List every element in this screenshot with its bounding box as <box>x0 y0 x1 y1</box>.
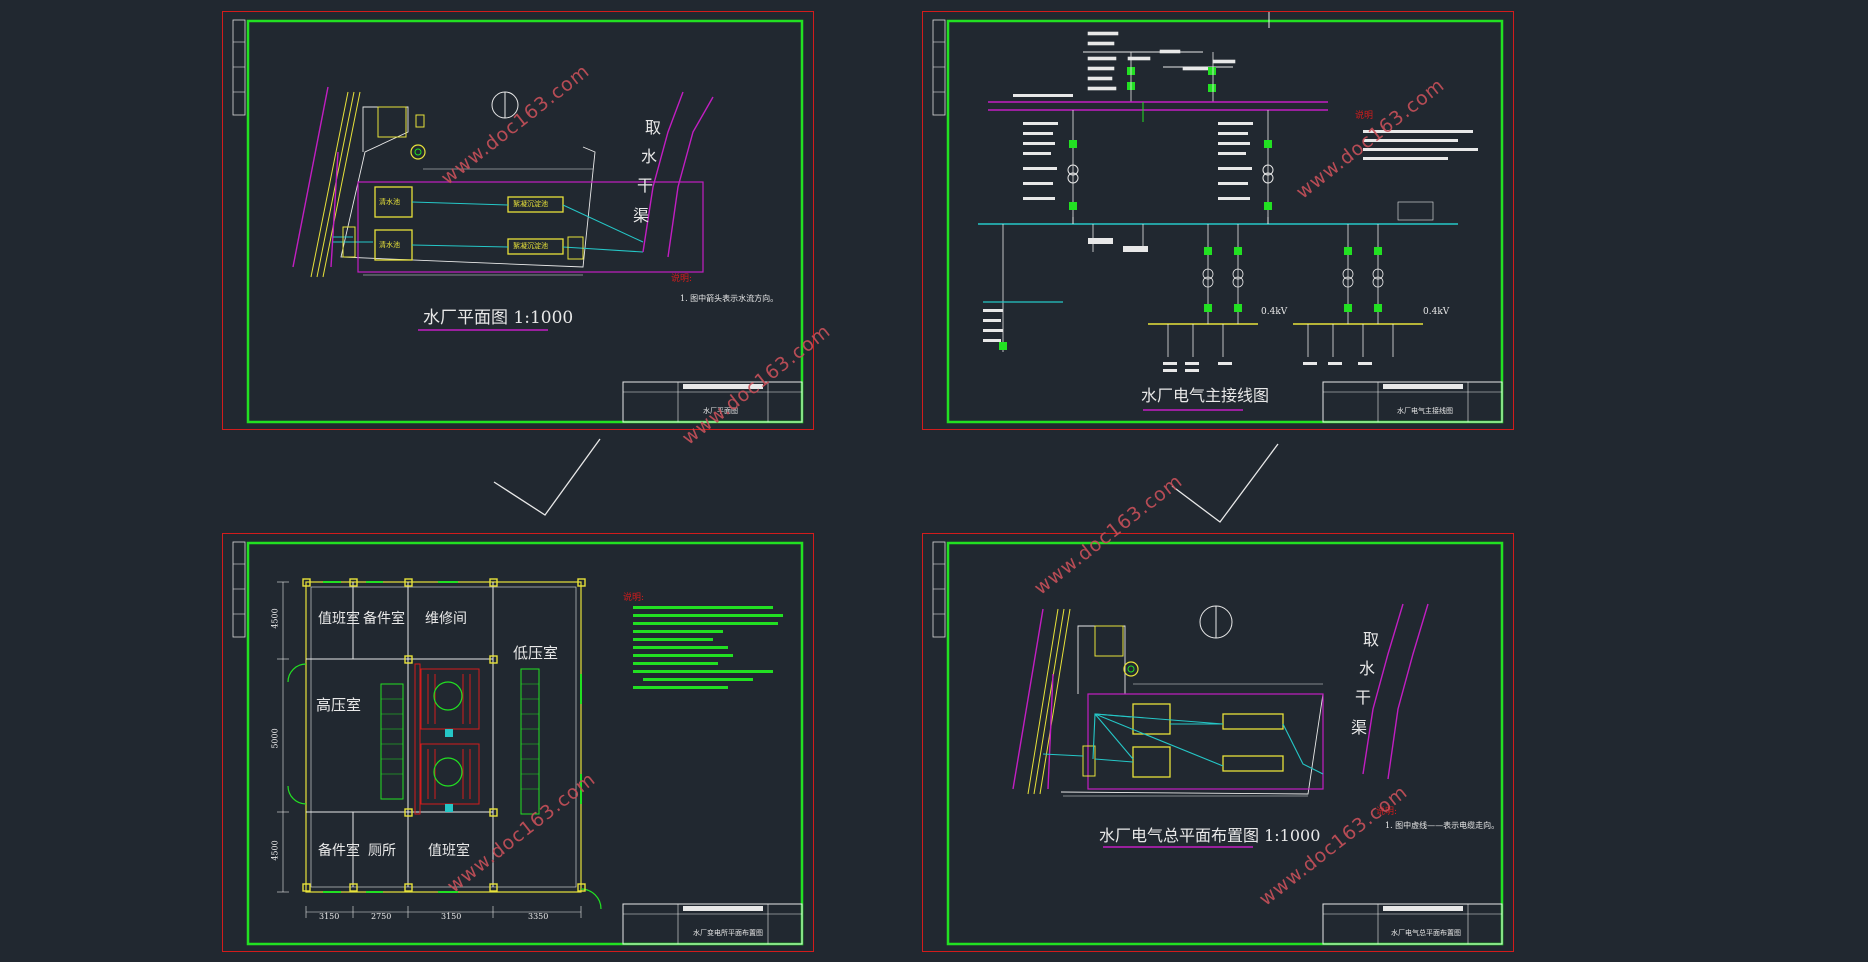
note-label: 说明: <box>623 593 645 603</box>
room-label: 厕所 <box>368 843 396 859</box>
building-label: 絮凝沉淀池 <box>513 242 548 250</box>
dimension-label: 4500 <box>270 840 280 861</box>
dimension-label: 2750 <box>371 912 392 921</box>
dimension-label: 4500 <box>270 608 280 629</box>
dimension-label: 3350 <box>528 912 549 921</box>
dimension-label: 3150 <box>319 912 340 921</box>
room-label: 值班室 <box>428 843 470 859</box>
main-wiring-drawing <box>932 12 1504 424</box>
canal-label-char: 渠 <box>1351 718 1368 737</box>
plant-plan-drawing <box>232 19 804 424</box>
room-label: 高压室 <box>316 696 362 714</box>
room-label: 低压室 <box>513 644 559 662</box>
canal-label-char: 水 <box>1359 659 1376 678</box>
sheet-electrical-layout: 水厂电气总平面布置图 1:1000 取 水 干 渠 说明: 1. 图中虚线——表… <box>922 533 1514 952</box>
note-label: 说明 <box>1355 111 1374 121</box>
title-block-name: 水厂平面图 <box>703 407 738 415</box>
drawing-title: 水厂电气主接线图 <box>1141 386 1270 405</box>
canal-label-char: 渠 <box>633 206 650 225</box>
voltage-label: 0.4kV <box>1261 307 1288 317</box>
sheet-main-wiring: 水厂电气主接线图 0.4kV 0.4kV 说明 水厂电气主接线图 <box>922 11 1514 430</box>
title-block-name: 水厂电气主接线图 <box>1397 407 1453 415</box>
voltage-label: 0.4kV <box>1423 307 1450 317</box>
drawing-title: 水厂平面图 1:1000 <box>423 308 574 328</box>
substation-layout-drawing <box>232 541 804 946</box>
title-block-name: 水厂变电所平面布置图 <box>693 929 763 937</box>
room-label: 备件室 <box>318 843 360 859</box>
room-label: 备件室 <box>363 611 405 627</box>
drawing-title: 水厂电气总平面布置图 1:1000 <box>1099 826 1321 845</box>
building-label: 清水池 <box>379 198 400 206</box>
dimension-label: 3150 <box>441 912 462 921</box>
note-label: 说明: <box>671 274 693 284</box>
note-line: 1. 图中箭头表示水流方向。 <box>680 294 779 303</box>
flow-arrow-icon <box>1171 443 1279 523</box>
electrical-layout-drawing <box>932 541 1504 946</box>
sheet-plant-plan: 水厂平面图 1:1000 清水池 清水池 絮凝沉淀池 絮凝沉淀池 取 水 干 渠… <box>222 11 814 430</box>
title-block-name: 水厂电气总平面布置图 <box>1391 929 1461 937</box>
note-line: 1. 图中虚线——表示电缆走向。 <box>1385 821 1500 830</box>
building-label: 絮凝沉淀池 <box>513 200 548 208</box>
canal-label-char: 干 <box>637 176 654 195</box>
room-label: 维修间 <box>425 611 467 627</box>
flow-arrow-icon <box>493 438 601 516</box>
sheet-substation-layout: 值班室 备件室 维修间 低压室 高压室 备件室 厕所 值班室 3150 2750… <box>222 533 814 952</box>
building-label: 清水池 <box>379 241 400 249</box>
room-label: 值班室 <box>318 611 360 627</box>
note-label: 说明: <box>1376 807 1398 817</box>
canal-label-char: 水 <box>641 147 658 166</box>
canal-label-char: 干 <box>1355 688 1372 707</box>
dimension-label: 5000 <box>270 728 280 749</box>
canal-label-char: 取 <box>1363 630 1380 649</box>
canal-label-char: 取 <box>645 118 662 137</box>
